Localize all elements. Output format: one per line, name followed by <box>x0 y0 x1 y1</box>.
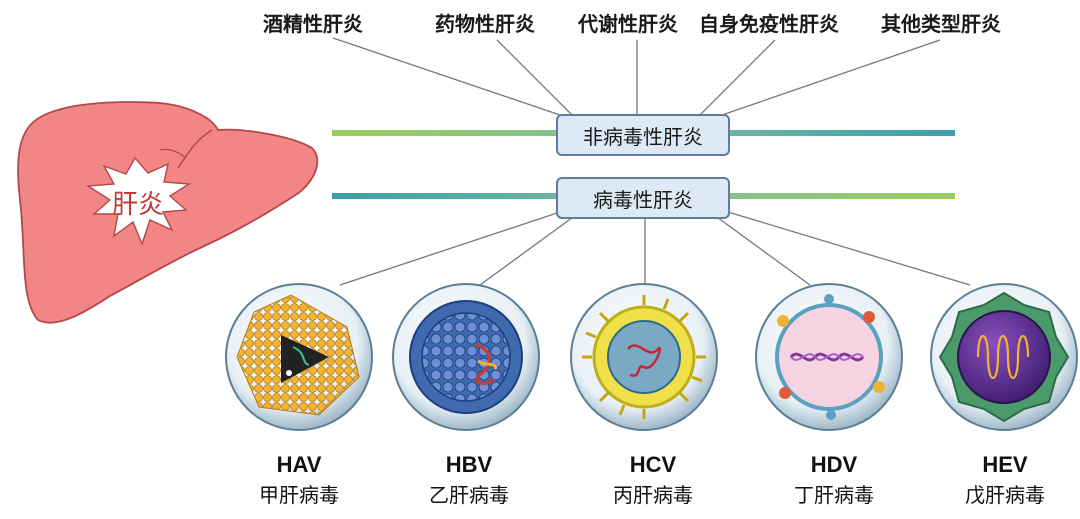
non-viral-type-1: 药物性肝炎 <box>435 12 535 36</box>
viral-connectors <box>339 211 971 286</box>
non-viral-type-0: 酒精性肝炎 <box>263 12 363 36</box>
connector-line <box>727 211 971 286</box>
liver-label: 肝炎 <box>112 190 165 220</box>
hdv-code: HDV <box>810 452 858 477</box>
non-viral-type-4: 其他类型肝炎 <box>881 12 1001 36</box>
non-viral-type-2: 代谢性肝炎 <box>578 12 678 36</box>
hbv-virus-icon <box>392 283 540 431</box>
hbv-code: HBV <box>445 452 493 477</box>
hbv-name: 乙肝病毒 <box>429 483 509 507</box>
connector-line <box>699 39 776 116</box>
hdv-name: 丁肝病毒 <box>794 483 874 507</box>
hav-code: HAV <box>276 452 322 477</box>
non-viral-hepatitis-box: 非病毒性肝炎 <box>556 114 730 156</box>
connector-line <box>332 37 561 116</box>
hav-virus-icon <box>225 283 373 431</box>
hcv-name: 丙肝病毒 <box>613 483 693 507</box>
connector-line <box>339 211 561 286</box>
hev-name: 戊肝病毒 <box>965 483 1045 507</box>
hcv-virus-icon <box>570 283 718 431</box>
connector-line <box>709 211 811 286</box>
liver-illustration <box>17 101 319 324</box>
connector-line <box>721 39 941 116</box>
non-viral-connectors <box>332 37 941 116</box>
burst-icon <box>85 156 192 247</box>
non-viral-type-3: 自身免疫性肝炎 <box>699 12 839 36</box>
connector-line <box>496 39 573 116</box>
hev-code: HEV <box>982 452 1028 477</box>
hcv-code: HCV <box>629 452 677 477</box>
hav-name: 甲肝病毒 <box>259 483 339 507</box>
connector-line <box>479 211 581 286</box>
hdv-virus-icon <box>755 283 903 431</box>
hev-virus-icon <box>930 283 1078 431</box>
viral-hepatitis-box: 病毒性肝炎 <box>556 177 730 219</box>
